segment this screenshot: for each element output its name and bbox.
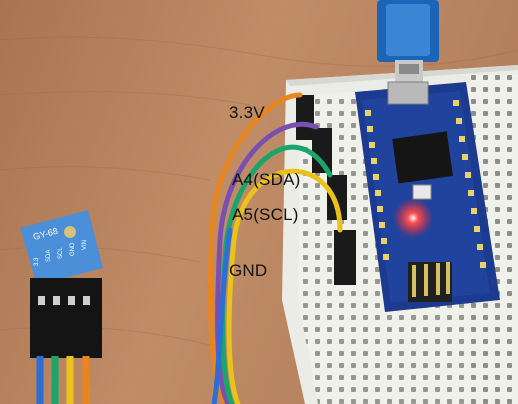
sensor-module: GY-68 VIN GND SCL SDA 3.3 [20,210,103,358]
power-led [393,198,433,238]
sensor-pin-label-33: 3.3 [34,257,40,266]
label-gnd: GND [229,261,268,280]
label-3v3: 3.3V [229,103,265,122]
sensor-pin-label-gnd: GND [70,242,76,256]
wire-blue [211,227,233,404]
sensor-header-housing [30,278,102,358]
sensor-pin-label-scl: SCL [58,247,64,259]
usb-cable [377,0,439,88]
header-pins-right [453,100,486,268]
mcu-chip [392,131,453,184]
jumper-wires [208,92,343,404]
arduino-nano-board [355,81,500,312]
reset-button [412,184,432,200]
label-sda: A4(SDA) [232,170,301,189]
dupont-connectors-board [296,95,356,285]
sensor-wires [36,356,90,404]
sensor-pin-label-vin: VIN [82,240,88,250]
mini-usb-port [387,81,429,105]
sensor-pin-label-sda: SDA [46,250,52,262]
label-scl: A5(SCL) [232,205,299,224]
wire-yellow [226,168,343,404]
header-pins-left [365,110,389,260]
